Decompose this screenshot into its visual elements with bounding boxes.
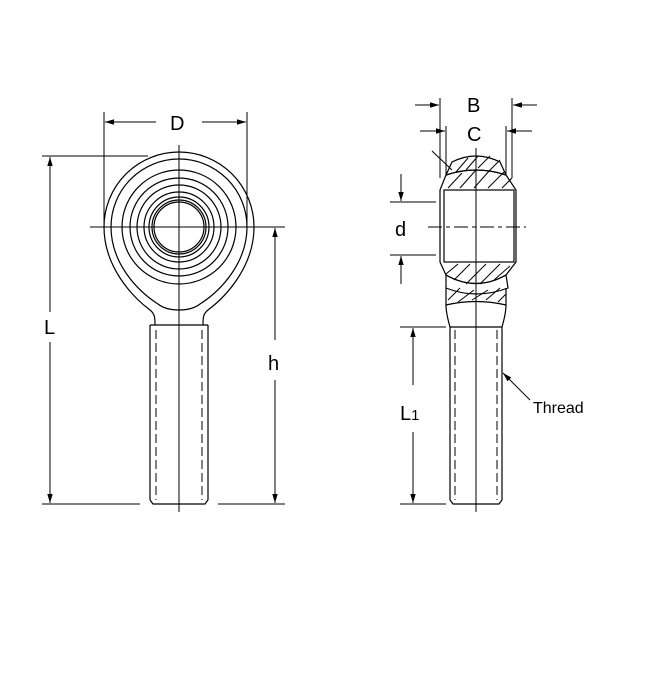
label-b: B xyxy=(467,95,480,117)
label-thread: Thread xyxy=(533,400,584,417)
label-l1: L1 xyxy=(400,403,419,425)
label-l1-sub: 1 xyxy=(411,407,419,424)
label-l1-main: L xyxy=(400,403,411,425)
label-h: h xyxy=(268,353,279,375)
front-view xyxy=(42,112,285,512)
label-d-outer: D xyxy=(170,113,184,135)
label-d-bore: d xyxy=(395,219,406,241)
label-c: C xyxy=(467,124,481,146)
label-l: L xyxy=(44,317,55,339)
side-section-view xyxy=(390,98,537,512)
